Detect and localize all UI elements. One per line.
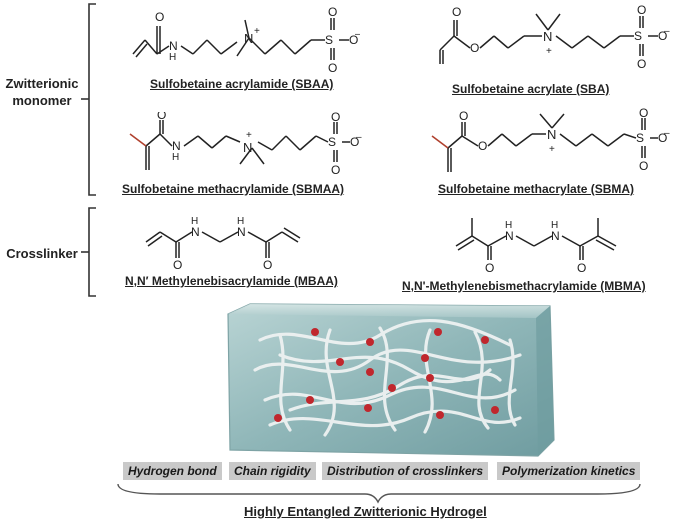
mbma-o2-label: O	[577, 261, 586, 274]
sbma-s-label: S	[636, 131, 644, 145]
bottom-brace	[117, 483, 641, 504]
sbaa-o-label-bottom: O	[328, 61, 337, 75]
factor-chain-rigidity: Chain rigidity	[229, 462, 316, 480]
mbaa-n2-label: N	[237, 225, 246, 239]
sbaa-o-label: O	[155, 10, 164, 24]
mbaa-o1-label: O	[173, 258, 182, 270]
sbma-n-plus-label: N	[547, 127, 556, 142]
sba-name: Sulfobetaine acrylate (SBA)	[452, 82, 610, 96]
sbma-o-label: O	[459, 109, 468, 123]
mbaa-n1-label: N	[191, 225, 200, 239]
sbaa-s-label: S	[325, 33, 333, 47]
sba-o-label: O	[452, 5, 461, 19]
sbmaa-o-label-right: O	[350, 135, 359, 149]
sbma-plus-sign: +	[549, 144, 555, 155]
mbma-h1-label: H	[505, 220, 512, 231]
zwitterionic-group-label: Zwitterionic monomer	[5, 76, 79, 108]
mbma-name: N,N'-Methylenebismethacrylamide (MBMA)	[402, 279, 646, 293]
hydrogel-illustration	[227, 303, 555, 457]
sba-o-label-bottom: O	[637, 57, 646, 71]
sbmaa-structure: O N H N + S O O O –	[129, 112, 362, 177]
sbaa-minus-sign: –	[355, 29, 360, 40]
sbaa-o-label-top: O	[328, 5, 337, 19]
mbma-n1-label: N	[505, 229, 514, 243]
sbmaa-o-label: O	[157, 112, 166, 122]
mbaa-structure: N H N H O O	[145, 216, 301, 270]
factor-polymerization-kinetics: Polymerization kinetics	[497, 462, 641, 480]
mbaa-h2-label: H	[237, 216, 244, 227]
crosslinker-bracket	[88, 207, 96, 297]
mbaa-o2-label: O	[263, 258, 272, 270]
sbmaa-h-label: H	[172, 152, 179, 163]
sba-plus-sign: +	[546, 46, 552, 57]
sbma-o-label-bottom: O	[639, 159, 648, 173]
crosslink-points	[274, 328, 499, 422]
sbma-o-label-top: O	[639, 108, 648, 120]
sba-n-plus-label: N	[543, 29, 552, 44]
sbma-o-label-right: O	[658, 131, 667, 145]
hydrogel-top-face	[228, 304, 550, 318]
sbmaa-name: Sulfobetaine methacrylamide (SBMAA)	[122, 182, 345, 196]
sbmaa-plus-sign: +	[246, 130, 252, 141]
sbma-minus-sign: –	[664, 128, 670, 139]
sbma-name: Sulfobetaine methacrylate (SBMA)	[438, 182, 635, 196]
sbma-methyl-bond	[431, 135, 449, 149]
sbmaa-s-label: S	[328, 135, 336, 149]
zwitterionic-bracket	[88, 3, 96, 196]
sbmaa-o-label-top: O	[331, 112, 340, 124]
mbma-structure: N H N H O O	[455, 218, 617, 274]
polymer-network	[253, 318, 522, 437]
sbaa-h-label: H	[169, 52, 176, 63]
sbmaa-minus-sign: –	[356, 132, 362, 143]
sbmaa-methyl-bond	[129, 133, 147, 147]
mbma-o1-label: O	[485, 261, 494, 274]
sba-minus-sign: –	[664, 26, 670, 37]
mbma-h2-label: H	[551, 220, 558, 231]
factor-hydrogen-bond: Hydrogen bond	[123, 462, 222, 480]
sbmaa-o-label-bottom: O	[331, 163, 340, 177]
sbaa-structure: O N H N + S O O O –	[132, 5, 360, 75]
sbmaa-n-label: N	[172, 139, 181, 153]
sbaa-n-plus-label: N	[244, 31, 253, 46]
sbma-ester-o-label: O	[478, 139, 487, 153]
sbmaa-n-plus-label: N	[243, 140, 252, 155]
crosslinker-group-label: Crosslinker	[6, 246, 78, 261]
hydrogel-title: Highly Entangled Zwitterionic Hydrogel	[244, 504, 487, 519]
sba-structure: O O N + S O O O –	[439, 3, 670, 71]
sba-o-label-right: O	[658, 29, 667, 43]
hydrogel-side-face	[536, 306, 554, 456]
sbaa-name: Sulfobetaine acrylamide (SBAA)	[150, 77, 334, 91]
hydrogel-block	[227, 303, 555, 457]
sbaa-o-label-right: O	[349, 33, 358, 47]
sba-s-label: S	[634, 29, 642, 43]
factor-crosslinker-distribution: Distribution of crosslinkers	[322, 462, 489, 480]
sbaa-plus-sign: +	[254, 26, 260, 37]
mbma-n2-label: N	[551, 229, 560, 243]
mbaa-h1-label: H	[191, 216, 198, 227]
sba-o-label-top: O	[637, 3, 646, 17]
sbma-structure: O O N + S O O O –	[431, 108, 670, 173]
sbaa-n-label: N	[169, 39, 178, 53]
sba-ester-o-label: O	[470, 41, 479, 55]
mbaa-name: N,N′ Methylenebisacrylamide (MBAA)	[125, 274, 338, 288]
